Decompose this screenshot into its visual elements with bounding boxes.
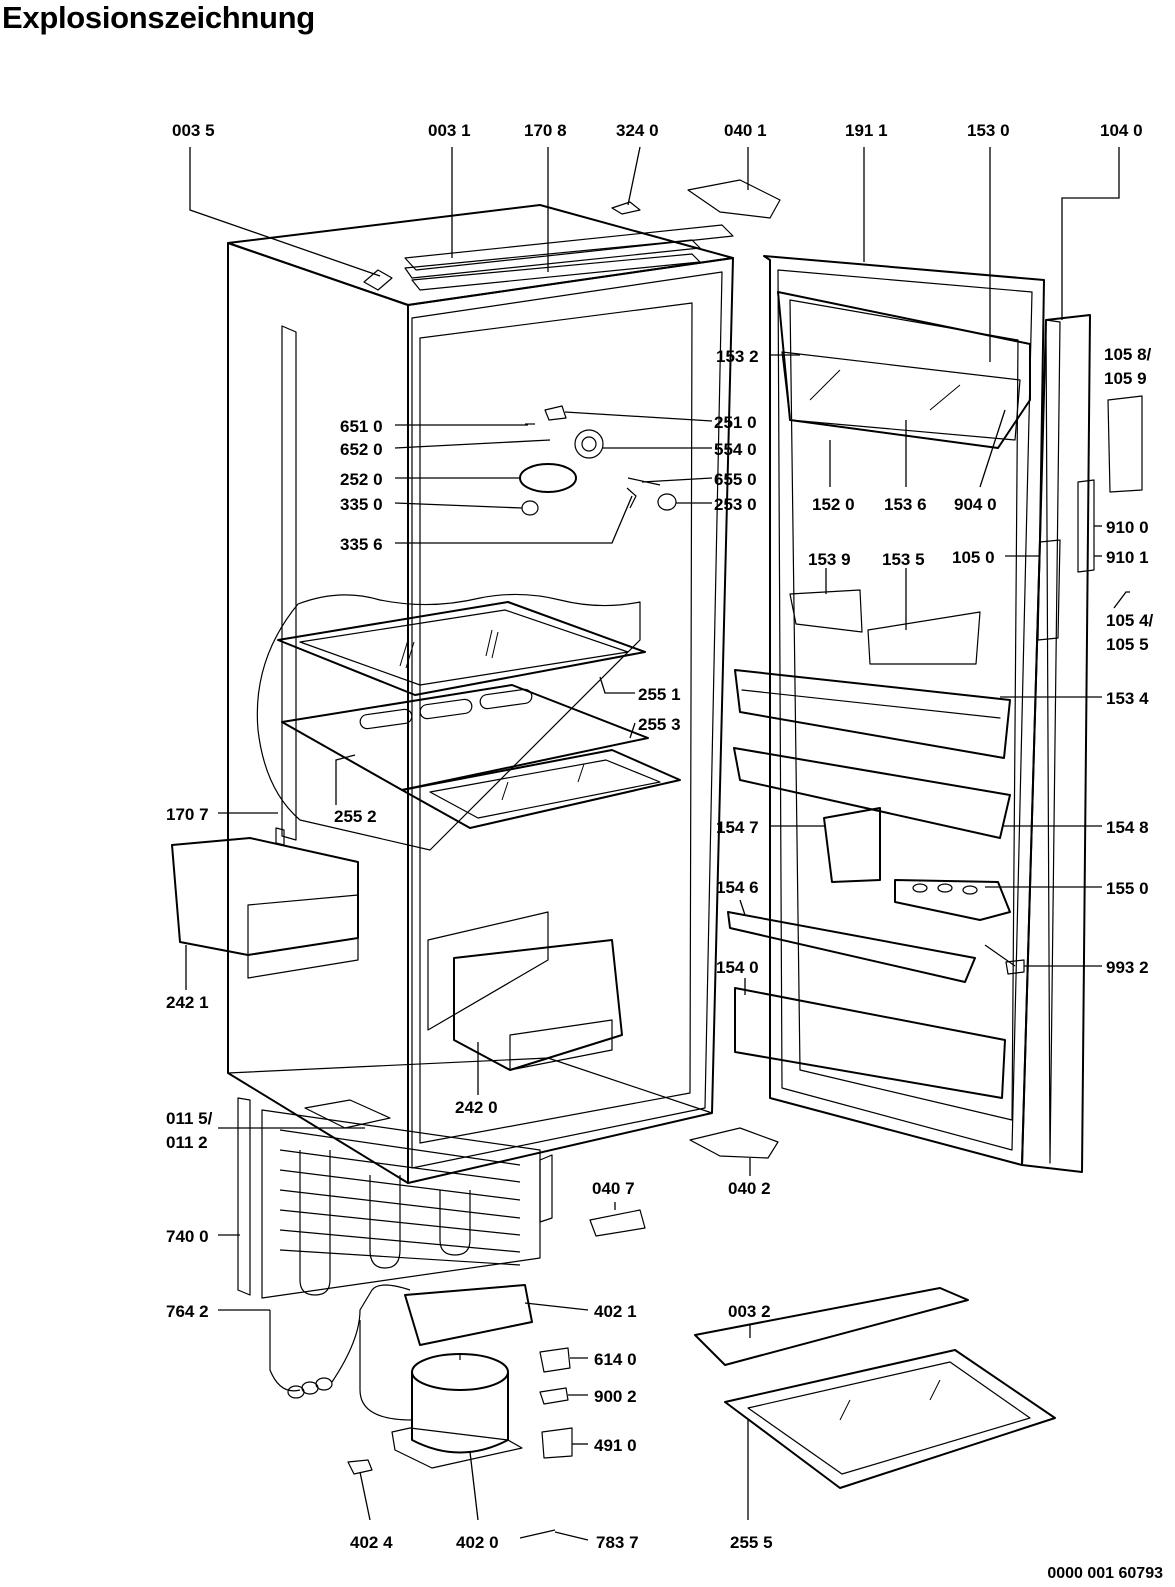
label-2530: 253 0 bbox=[714, 495, 757, 514]
label-1050: 105 0 bbox=[952, 548, 995, 567]
label-9932: 993 2 bbox=[1106, 958, 1149, 977]
label-1550: 155 0 bbox=[1106, 879, 1149, 898]
label-1058: 105 8/ bbox=[1104, 345, 1152, 364]
label-0035: 003 5 bbox=[172, 121, 215, 140]
label-4020: 402 0 bbox=[456, 1533, 499, 1552]
label-2510: 251 0 bbox=[714, 413, 757, 432]
label-1059: 105 9 bbox=[1104, 369, 1147, 388]
label-0031: 003 1 bbox=[428, 121, 471, 140]
label-7642: 764 2 bbox=[166, 1302, 209, 1321]
part-labels: 003 5 003 1 170 8 324 0 040 1 191 1 153 … bbox=[166, 121, 1154, 1552]
label-3240: 324 0 bbox=[616, 121, 659, 140]
label-1040: 104 0 bbox=[1100, 121, 1143, 140]
label-3350: 335 0 bbox=[340, 495, 383, 514]
cabinet-body bbox=[227, 201, 734, 1299]
label-9002: 900 2 bbox=[594, 1387, 637, 1406]
label-1707: 170 7 bbox=[166, 805, 209, 824]
door-assembly bbox=[687, 179, 1143, 1173]
label-0407: 040 7 bbox=[592, 1179, 635, 1198]
label-0112: 011 2 bbox=[166, 1133, 208, 1152]
leader-lines bbox=[185, 146, 1130, 1541]
label-9100: 910 0 bbox=[1106, 518, 1149, 537]
label-2420: 242 0 bbox=[455, 1098, 498, 1117]
label-1540: 154 0 bbox=[716, 958, 759, 977]
label-1520: 152 0 bbox=[812, 495, 855, 514]
label-0402: 040 2 bbox=[728, 1179, 771, 1198]
label-2520: 252 0 bbox=[340, 470, 383, 489]
label-3356: 335 6 bbox=[340, 535, 383, 554]
label-6520: 652 0 bbox=[340, 440, 383, 459]
label-1911: 191 1 bbox=[845, 121, 888, 140]
label-1708: 170 8 bbox=[524, 121, 567, 140]
label-1539: 153 9 bbox=[808, 550, 851, 569]
label-1547: 154 7 bbox=[716, 818, 759, 837]
page-title: Explosionszeichnung bbox=[2, 0, 315, 35]
label-1055: 105 5 bbox=[1106, 635, 1149, 654]
document-number: 0000 001 60793 bbox=[1047, 1565, 1163, 1582]
control-unit bbox=[519, 405, 677, 516]
label-6140: 614 0 bbox=[594, 1350, 637, 1369]
label-6510: 651 0 bbox=[340, 417, 383, 436]
label-2555: 255 5 bbox=[730, 1533, 773, 1552]
label-2421: 242 1 bbox=[166, 993, 209, 1012]
label-4021: 402 1 bbox=[594, 1302, 637, 1321]
label-1054: 105 4/ bbox=[1106, 611, 1154, 630]
label-6550: 655 0 bbox=[714, 470, 757, 489]
label-7837: 783 7 bbox=[596, 1533, 639, 1552]
label-2551: 255 1 bbox=[638, 685, 681, 704]
glass-shelves bbox=[171, 593, 681, 1071]
label-1548: 154 8 bbox=[1106, 818, 1149, 837]
label-0115: 011 5/ bbox=[166, 1109, 213, 1128]
label-5540: 554 0 bbox=[714, 440, 757, 459]
label-0401: 040 1 bbox=[724, 121, 767, 140]
label-1546: 154 6 bbox=[716, 878, 759, 897]
label-0032: 003 2 bbox=[728, 1302, 771, 1321]
label-2553: 255 3 bbox=[638, 715, 681, 734]
label-1535: 153 5 bbox=[882, 550, 925, 569]
label-1536: 153 6 bbox=[884, 495, 927, 514]
label-1532: 153 2 bbox=[716, 347, 759, 366]
label-4910: 491 0 bbox=[594, 1436, 637, 1455]
label-9101: 910 1 bbox=[1106, 548, 1149, 567]
label-4024: 402 4 bbox=[350, 1533, 393, 1552]
label-9040: 904 0 bbox=[954, 495, 997, 514]
label-2552: 255 2 bbox=[334, 807, 377, 826]
label-1530: 153 0 bbox=[967, 121, 1010, 140]
label-7400: 740 0 bbox=[166, 1227, 209, 1246]
compressor-assembly bbox=[269, 1209, 1056, 1539]
label-1534: 153 4 bbox=[1106, 689, 1149, 708]
